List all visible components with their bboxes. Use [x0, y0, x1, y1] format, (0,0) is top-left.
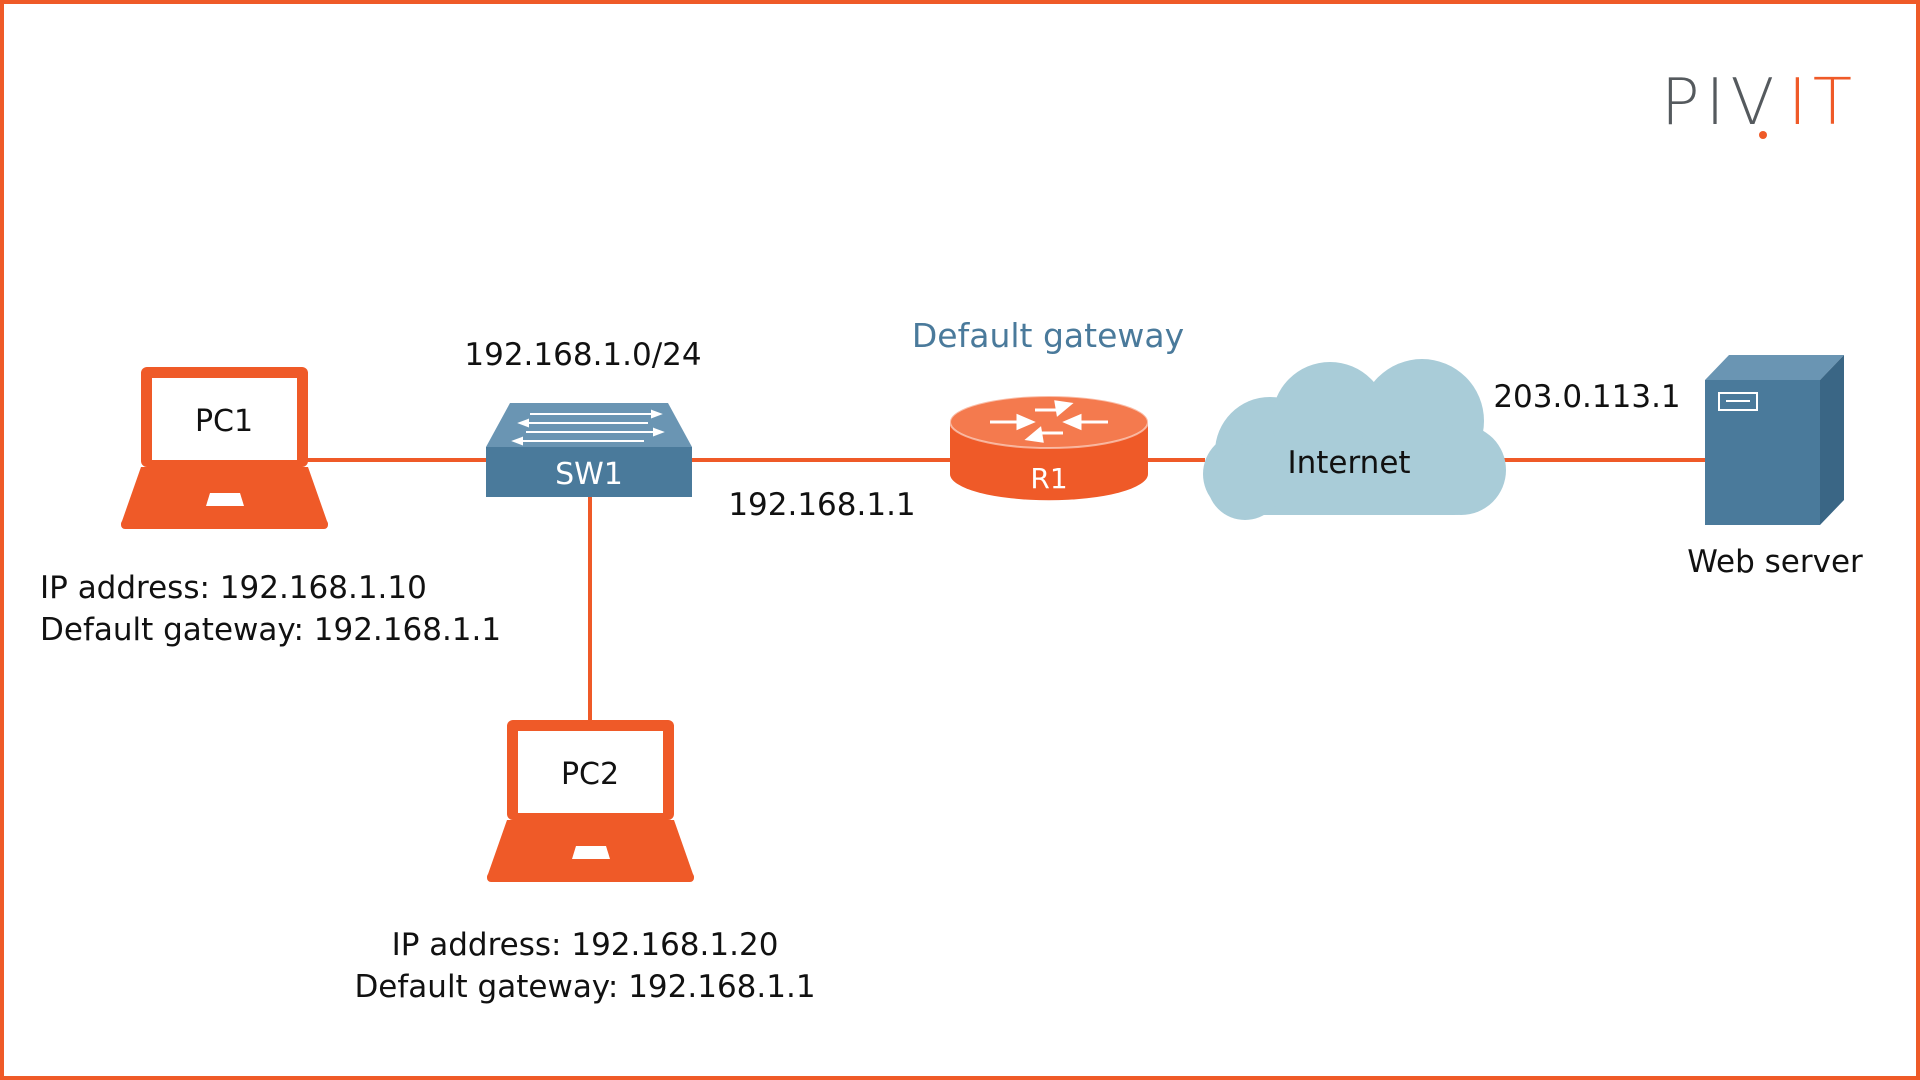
pc1-default-gateway: Default gateway: 192.168.1.1	[40, 612, 501, 648]
web-server-ip-label: 203.0.113.1	[1493, 379, 1680, 415]
r1-default-gateway-label: Default gateway	[912, 316, 1184, 355]
links	[305, 458, 1705, 720]
logo-dot	[1759, 131, 1767, 139]
pivit-logo: PIV IT	[1661, 66, 1858, 140]
r1-label: R1	[1030, 462, 1067, 495]
sw1-switch-icon[interactable]	[486, 403, 692, 497]
internet-label: Internet	[1287, 445, 1410, 481]
web-server-icon[interactable]	[1705, 355, 1844, 525]
pc1-ip-address: IP address: 192.168.1.10	[40, 570, 427, 606]
pc2-default-gateway: Default gateway: 192.168.1.1	[354, 969, 815, 1005]
internet-cloud-icon[interactable]	[1203, 359, 1506, 520]
r1-router-icon[interactable]	[949, 395, 1149, 501]
web-server-label: Web server	[1687, 544, 1863, 580]
pc2-label: PC2	[561, 757, 619, 792]
pc2-laptop-icon[interactable]	[487, 720, 694, 882]
pc1-laptop-icon[interactable]	[121, 367, 328, 529]
r1-lan-ip-label: 192.168.1.1	[728, 487, 915, 523]
sw1-subnet-label: 192.168.1.0/24	[464, 337, 701, 373]
pc1-label: PC1	[195, 404, 253, 439]
sw1-label: SW1	[555, 457, 623, 492]
logo-text-left: PIV	[1661, 66, 1780, 140]
pc2-ip-address: IP address: 192.168.1.20	[392, 927, 779, 963]
logo-text-right: IT	[1788, 66, 1858, 140]
